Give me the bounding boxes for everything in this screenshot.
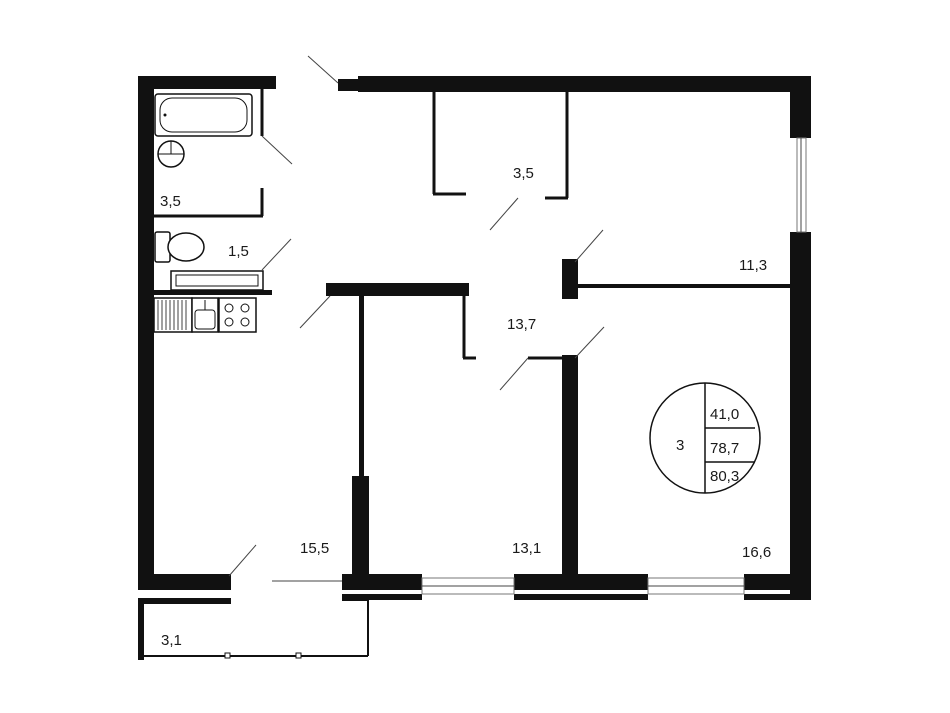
wall-bottom-right-outer — [744, 594, 811, 600]
wall-bottom-mid-outer — [514, 594, 648, 600]
partition-11-16 — [578, 284, 790, 288]
wall-bottom-left — [138, 574, 231, 590]
outer-walls — [138, 76, 811, 660]
wall-bottom-mid-left-outer — [342, 594, 422, 600]
balcony-wall-left — [138, 598, 144, 660]
wall-left — [138, 76, 154, 590]
washbasin-icon — [157, 140, 185, 168]
toilet-icon — [154, 231, 205, 263]
area-summary-badge: 3 41,0 78,7 80,3 — [649, 382, 761, 494]
interior-walls — [154, 89, 790, 574]
rooms-count: 3 — [676, 437, 684, 454]
windows — [272, 137, 807, 595]
wall-left-room-thick — [352, 476, 369, 574]
wall-top-left — [138, 76, 276, 89]
kitchen-counter — [170, 270, 264, 291]
room-area-hall: 13,7 — [507, 316, 536, 333]
stove-icon — [218, 297, 257, 333]
total-area-with-balcony: 80,3 — [710, 468, 739, 485]
room-area-bathroom: 3,5 — [160, 193, 181, 210]
living-area: 41,0 — [710, 406, 739, 423]
wall-bottom-right — [744, 574, 811, 590]
door-swings — [228, 55, 605, 577]
wall-middle-right — [562, 355, 578, 574]
wall-left-room — [359, 296, 364, 476]
room-area-balcony: 3,1 — [161, 632, 182, 649]
sink-icon — [153, 297, 219, 333]
balcony-railing — [144, 599, 369, 659]
wall-bottom-mid — [514, 574, 648, 590]
balcony-wall-top — [138, 598, 231, 604]
wall-top — [358, 76, 811, 92]
wall-right-upper — [790, 76, 811, 138]
room-area-middle: 13,1 — [512, 540, 541, 557]
hall-wall-top — [326, 283, 469, 296]
room-area-toilet: 1,5 — [228, 243, 249, 260]
bathtub-icon — [154, 93, 253, 137]
room-area-closet: 3,5 — [513, 165, 534, 182]
room-area-top-right: 11,3 — [739, 257, 767, 274]
room-area-left: 15,5 — [300, 540, 329, 557]
kitchen-top-wall — [154, 290, 272, 295]
total-area: 78,7 — [710, 440, 739, 457]
room-area-right: 16,6 — [742, 544, 771, 561]
partition-stub — [562, 259, 578, 299]
wall-top-door-jamb — [338, 79, 358, 91]
wall-bottom-mid-left — [342, 574, 422, 590]
wall-right-lower — [790, 232, 811, 597]
